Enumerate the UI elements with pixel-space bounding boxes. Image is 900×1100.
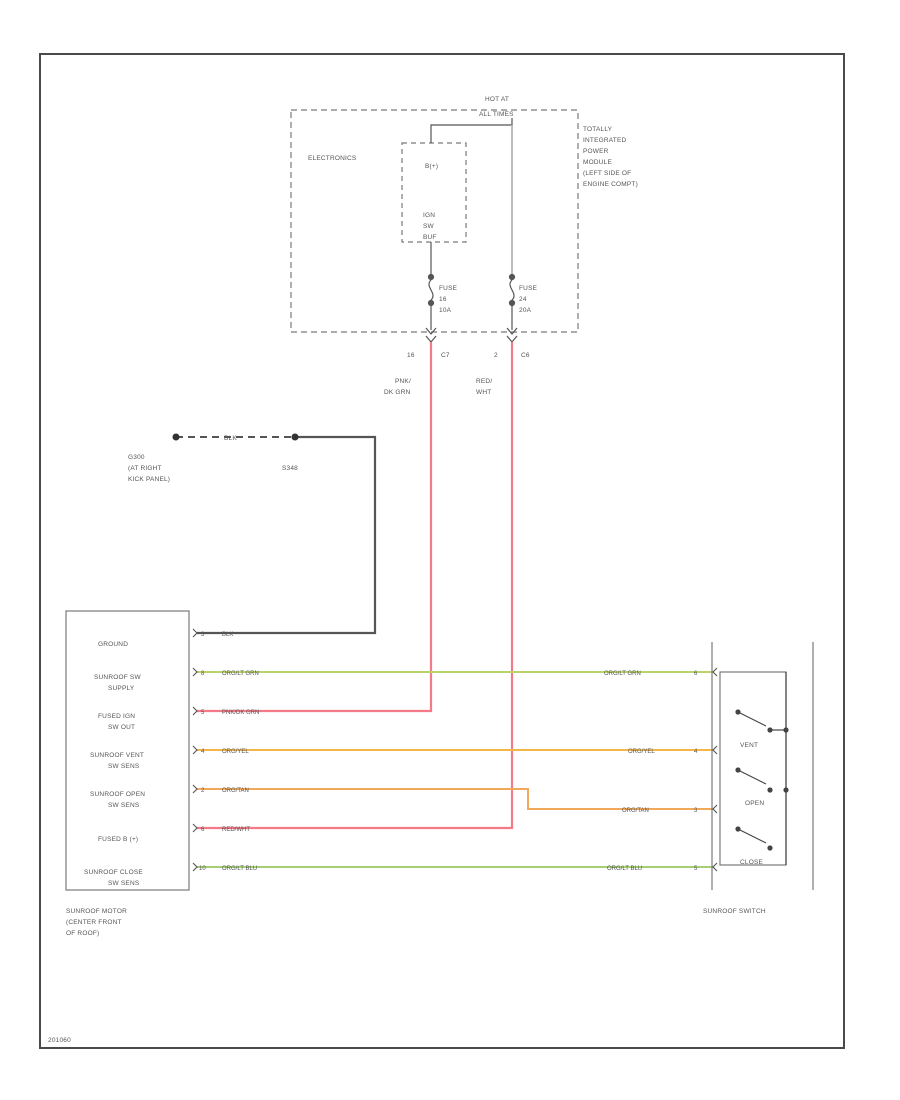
ign-label-line-2: SW: [423, 223, 435, 230]
tipm-internal-wiring: [430, 118, 513, 274]
electronics-label: ELECTRONICS: [308, 155, 357, 162]
motor-wire-label: ORG/TAN: [222, 788, 249, 794]
tipm-name-line-3: POWER: [583, 148, 609, 155]
motor-pin-vent-label-2: SW SENS: [108, 763, 140, 770]
ign-label-line-3: BUF: [423, 234, 437, 241]
motor-pin-vent-label-1: SUNROOF VENT: [90, 752, 144, 759]
motor-wire-label: BLK: [222, 632, 233, 638]
wire-red-label-1: RED/: [476, 378, 492, 385]
ign-label-line-1: IGN: [423, 212, 435, 219]
connector-c7: [425, 327, 437, 343]
tipm-name-line-6: ENGINE COMPT): [583, 181, 638, 188]
sunroof-motor-box: [65, 610, 190, 891]
motor-wire-label: ORG/YEL: [222, 749, 249, 755]
switch-pos-vent: VENT: [740, 742, 758, 749]
motor-pin-open-label-1: SUNROOF OPEN: [90, 791, 145, 798]
g300-label-1: G300: [128, 454, 145, 461]
motor-pin-number: 5: [201, 710, 205, 716]
motor-pin-supply-label-2: SUPPLY: [108, 685, 135, 692]
motor-pin-number: 4: [201, 749, 205, 755]
g300-label-3: KICK PANEL): [128, 476, 170, 483]
motor-pin-number: 8: [201, 671, 205, 677]
fuse-24-label-1: FUSE: [519, 285, 538, 292]
fuse-16-label-2: 16: [439, 296, 447, 303]
fuse-16-symbol: [427, 273, 435, 330]
s348-label: S348: [282, 465, 298, 472]
motor-pin-open-label-2: SW SENS: [108, 802, 140, 809]
motor-wire-label: PNK/DK GRN: [222, 710, 259, 716]
motor-pin-number: 3: [201, 632, 205, 638]
motor-pin-number: 2: [201, 788, 205, 794]
motor-pin-chevrons: [192, 628, 198, 872]
fuse-24-label-2: 24: [519, 296, 527, 303]
switch-wire-label: ORG/LT GRN: [604, 671, 641, 677]
tipm-module-box: [290, 109, 579, 333]
splice-s348-dot: [291, 433, 299, 441]
g300-label-2: (AT RIGHT: [128, 465, 162, 472]
connector-c6-label: C6: [521, 352, 530, 359]
wire-ground-blk: [197, 435, 377, 635]
fuse-24-symbol: [508, 273, 516, 330]
footer-code: 201060: [48, 1037, 71, 1044]
motor-wire-label: ORG/LT BLU: [222, 866, 257, 872]
ground-g300-dot: [172, 433, 180, 441]
motor-pin-close-label-2: SW SENS: [108, 880, 140, 887]
switch-wire-label: ORG/YEL: [628, 749, 655, 755]
wire-red-wht: [197, 342, 514, 830]
connector-c6: [506, 327, 518, 343]
connector-c7-label: C7: [441, 352, 450, 359]
wire-pnk-label-1: PNK/: [395, 378, 411, 385]
motor-name-line-2: (CENTER FRONT: [66, 919, 122, 926]
fuse-16-label-3: 10A: [439, 307, 452, 314]
wire-red-label-2: WHT: [476, 389, 491, 396]
diagram-frame: [39, 53, 845, 1049]
switch-pin-number: 6: [694, 671, 698, 677]
switch-pin-number: 3: [694, 808, 698, 814]
switch-pin-number: 5: [694, 866, 698, 872]
switch-name-label: SUNROOF SWITCH: [703, 908, 766, 915]
pin-2-label: 2: [494, 352, 498, 359]
motor-wire-label: RED/WHT: [222, 827, 250, 833]
switch-pin-chevrons: [712, 667, 718, 872]
switch-wire-label: ORG/LT BLU: [607, 866, 642, 872]
switch-contacts: [735, 672, 789, 865]
motor-pin-fused-b-label: FUSED B (+): [98, 836, 138, 843]
ground-blk-label: BLK: [224, 435, 237, 442]
wire-pnk-label-2: DK GRN: [384, 389, 411, 396]
switch-pos-open: OPEN: [745, 800, 764, 807]
motor-name-line-1: SUNROOF MOTOR: [66, 908, 127, 915]
tipm-name-line-1: TOTALLY: [583, 126, 613, 133]
motor-pin-ign-label-2: SW OUT: [108, 724, 135, 731]
hot-at-label: HOT AT: [485, 96, 509, 103]
motor-pin-ign-label-1: FUSED IGN: [98, 713, 135, 720]
motor-pin-supply-label-1: SUNROOF SW: [94, 674, 141, 681]
tipm-name-label: TOTALLY INTEGRATED POWER MODULE (LEFT SI…: [583, 126, 638, 188]
motor-pin-ground-label: GROUND: [98, 641, 128, 648]
relay-box: [401, 142, 467, 243]
wire-pnk-dk-grn: [197, 342, 433, 713]
motor-name-line-3: OF ROOF): [66, 930, 99, 937]
hot-at-state: ALL TIMES: [479, 111, 514, 118]
relay-label: B(+): [425, 163, 438, 170]
pin-16-label: 16: [407, 352, 415, 359]
motor-pin-number: 10: [199, 866, 206, 872]
switch-wire-label: ORG/TAN: [622, 808, 649, 814]
tipm-name-line-5: (LEFT SIDE OF: [583, 170, 631, 177]
tipm-name-line-2: INTEGRATED: [583, 137, 627, 144]
tipm-name-line-4: MODULE: [583, 159, 612, 166]
motor-pin-close-label-1: SUNROOF CLOSE: [84, 869, 143, 876]
switch-pos-close: CLOSE: [740, 859, 764, 866]
motor-pin-number: 6: [201, 827, 205, 833]
fuse-16-label-1: FUSE: [439, 285, 458, 292]
fuse-24-label-3: 20A: [519, 307, 532, 314]
motor-wire-label: ORG/LT GRN: [222, 671, 259, 677]
wire-org-tan: [197, 788, 714, 810]
switch-pin-number: 4: [694, 749, 698, 755]
